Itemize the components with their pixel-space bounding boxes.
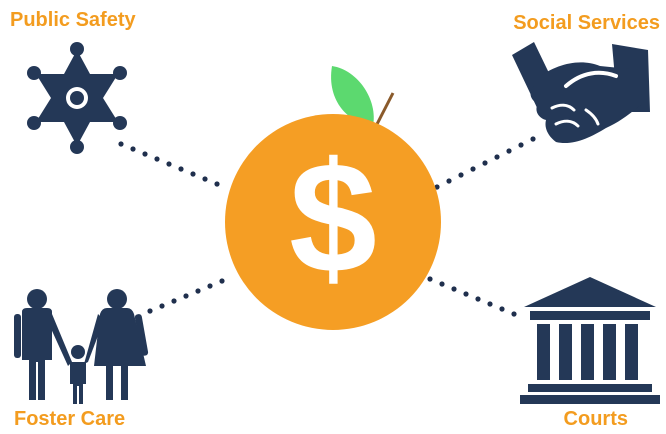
handshake-icon [512,42,650,144]
connector-public-safety [118,141,220,187]
dollar-symbol: $ [289,130,377,306]
leaf [331,66,374,126]
connector-foster-care [147,278,225,314]
connector-courts [427,276,517,317]
label-foster-care: Foster Care [14,408,126,430]
connector-social-services [434,136,536,190]
label-social-services: Social Services [513,12,660,34]
courthouse-icon [520,277,660,404]
connectors [118,136,536,317]
family-icon [14,289,149,404]
sheriff-star-icon [27,42,127,154]
label-courts: Courts [563,408,628,430]
orange-body [225,114,441,330]
label-public-safety: Public Safety [10,9,136,31]
orange-dollar-icon: $ [225,66,441,330]
